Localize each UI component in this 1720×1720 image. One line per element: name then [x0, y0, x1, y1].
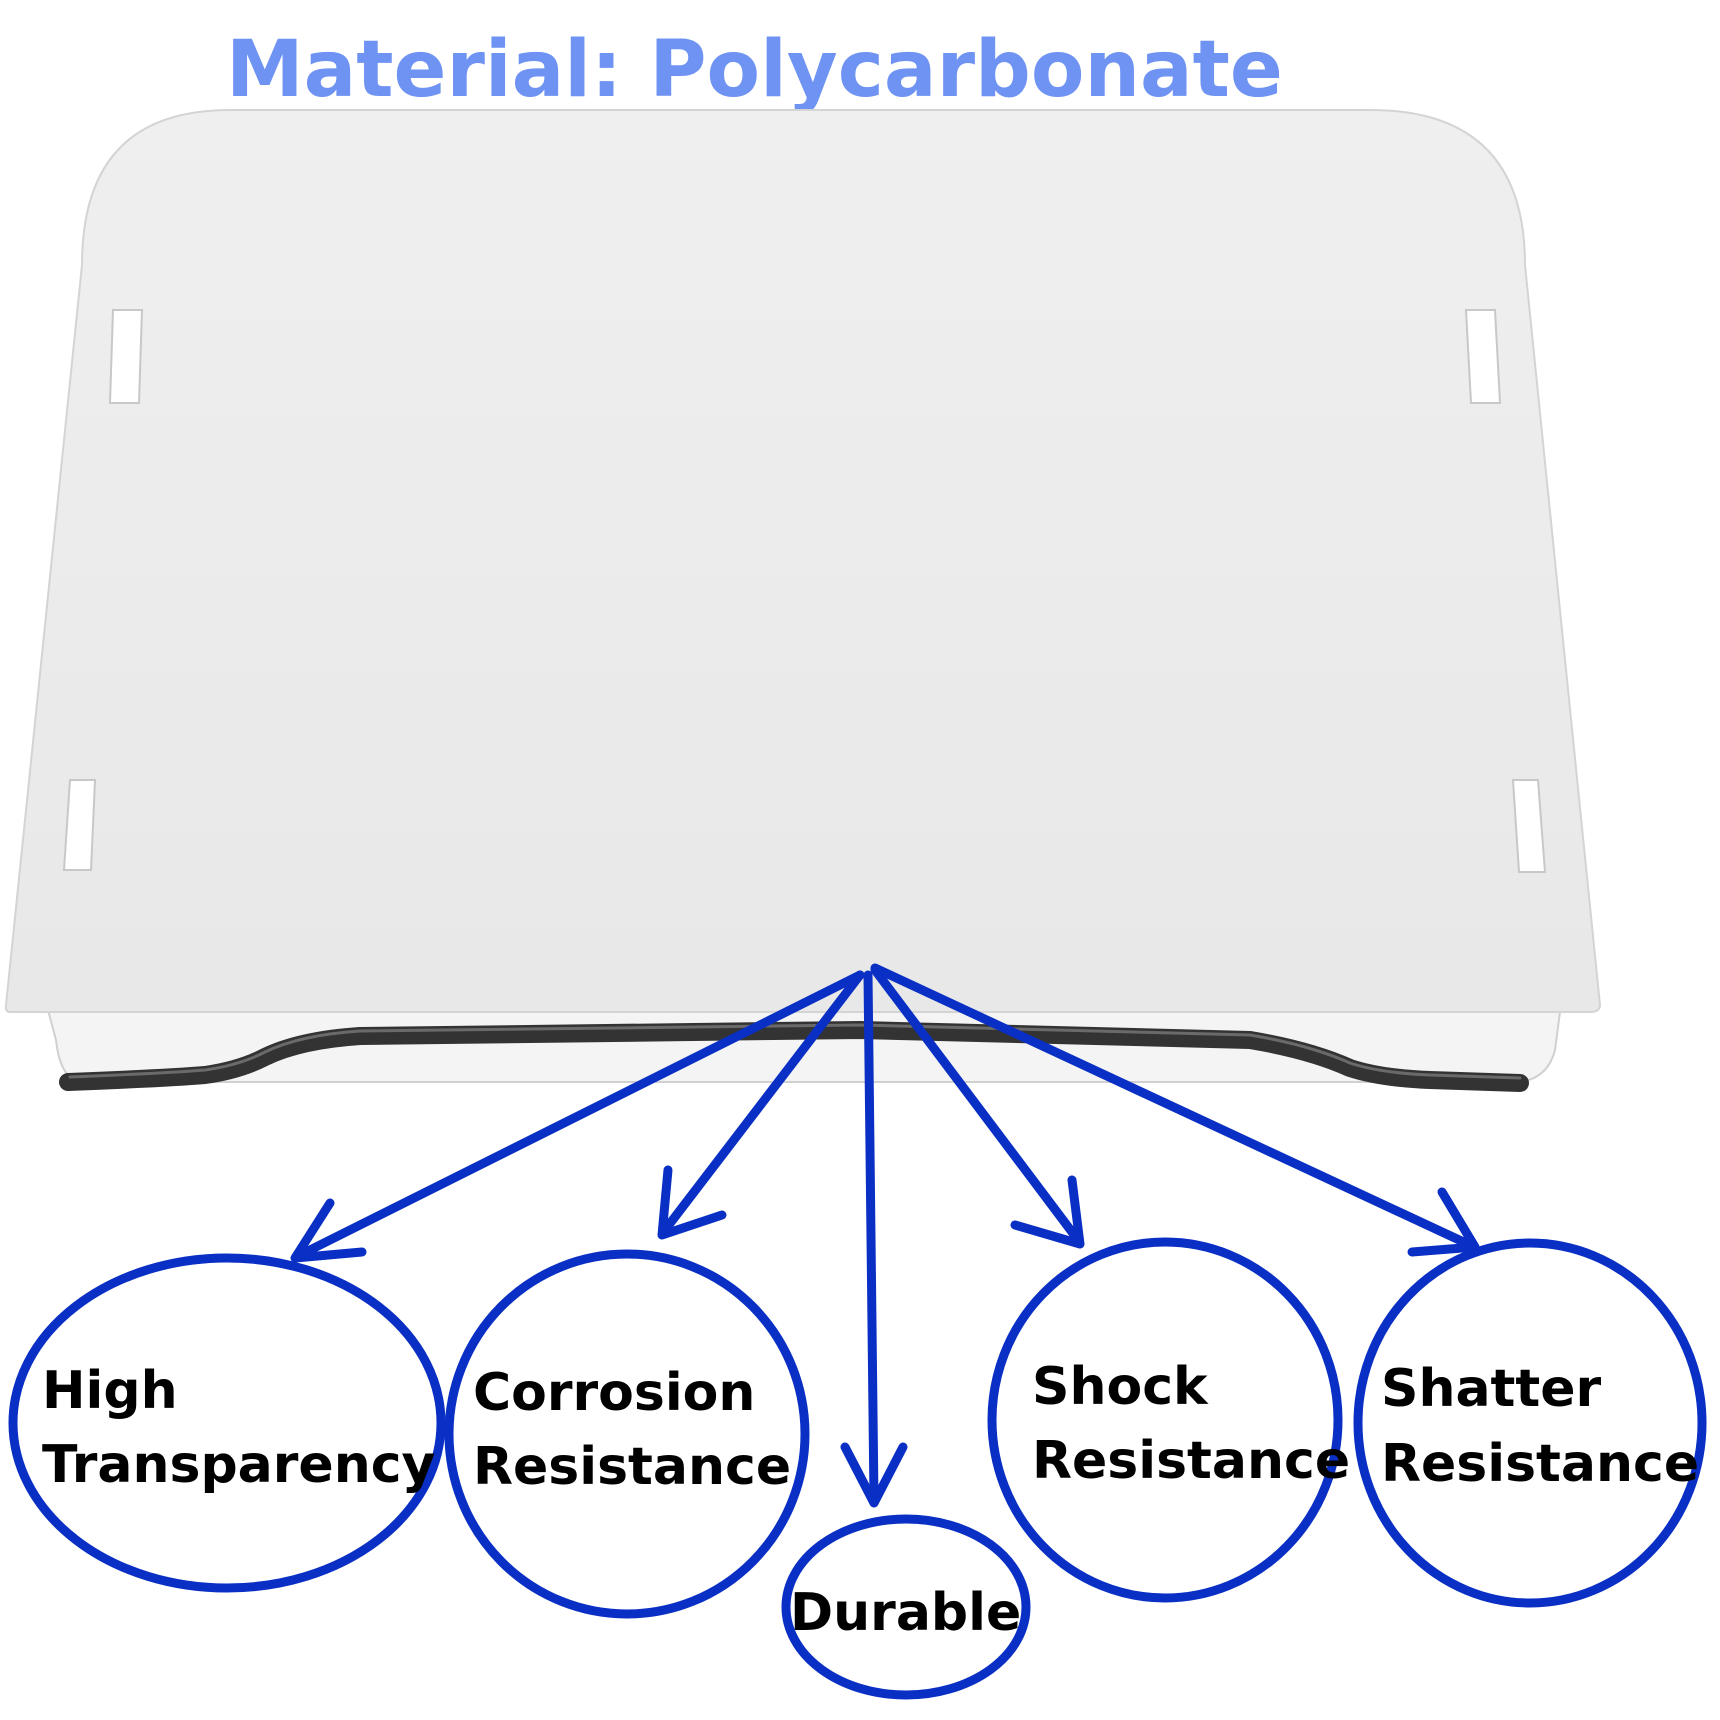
mount-slot-bottom-right [1511, 779, 1547, 873]
arrow-head-high-transparency [290, 1198, 367, 1263]
rubber-seal [59, 1021, 1529, 1092]
circle-high-transparency [8, 1253, 446, 1593]
arrow-line-shock-resistance [870, 965, 1083, 1245]
mount-slot-bottom-left [62, 779, 97, 871]
label-shatter-resistance: Resistance [1381, 1434, 1699, 1494]
title-text: Material: Polycarbonate [226, 25, 1283, 115]
feature-labels: High Transparency Corrosion Resistance D… [42, 1357, 1699, 1643]
arrow-line-durable [863, 970, 879, 1505]
label-high: High [42, 1361, 178, 1421]
circle-corrosion-resistance [444, 1249, 810, 1619]
arrows [290, 963, 1480, 1508]
arrow-head-durable [840, 1442, 908, 1508]
label-corrosion-resistance: Resistance [473, 1437, 791, 1497]
label-shock-resistance: Resistance [1032, 1431, 1350, 1491]
feature-circles [8, 1237, 1707, 1700]
rubber-seal-highlight [68, 1023, 1522, 1080]
circle-durable [781, 1514, 1031, 1700]
circle-shock-resistance [987, 1237, 1343, 1603]
circle-shatter-resistance [1353, 1238, 1707, 1608]
arrow-line-shatter-resistance [870, 963, 1475, 1250]
label-durable: Durable [790, 1583, 1021, 1643]
label-shatter: Shatter [1381, 1359, 1602, 1419]
mount-slot-top-left [108, 309, 144, 404]
mount-slot-top-right [1464, 309, 1502, 404]
label-corrosion: Corrosion [473, 1363, 755, 1423]
arrow-head-shatter-resistance [1407, 1187, 1480, 1257]
arrow-head-shock-resistance [1010, 1175, 1085, 1249]
arrow-head-corrosion-resistance [657, 1165, 727, 1240]
arrow-line-corrosion-resistance [660, 970, 865, 1235]
arrow-line-high-transparency [295, 970, 865, 1260]
label-transparency: Transparency [42, 1435, 435, 1495]
windshield-panel [4, 109, 1602, 1092]
panel-body [4, 109, 1602, 1013]
label-shock: Shock [1032, 1357, 1209, 1417]
